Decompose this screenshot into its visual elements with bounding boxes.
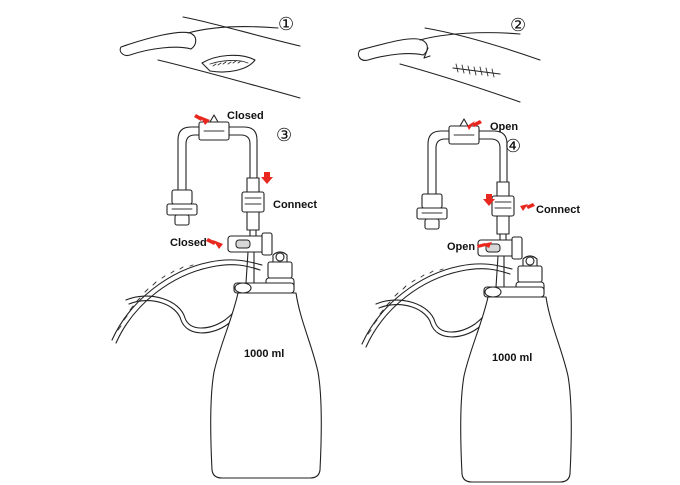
step4-illustration bbox=[361, 118, 572, 483]
step4-top-valve-arrow bbox=[467, 120, 482, 130]
step4-top-valve-label: Open bbox=[490, 121, 518, 133]
step4-side-valve-arrow bbox=[477, 242, 492, 248]
step3-bottle-volume: 1000 ml bbox=[244, 348, 284, 360]
step3-connector-label: Connect bbox=[273, 199, 317, 211]
step3-top-valve-label: Closed bbox=[227, 110, 264, 122]
step3-connect-arrow bbox=[261, 172, 273, 184]
step4-side-valve-label: Open bbox=[447, 241, 475, 253]
step4-connector-label: Connect bbox=[536, 204, 580, 216]
step1-number: ① bbox=[278, 14, 294, 35]
step3-top-valve-arrow bbox=[194, 114, 210, 125]
step4-number: ④ bbox=[505, 136, 521, 157]
step3-side-valve-arrow bbox=[206, 238, 223, 249]
step3-illustration bbox=[111, 114, 322, 479]
step3-side-valve-label: Closed bbox=[170, 237, 207, 249]
step3-number: ③ bbox=[276, 125, 292, 146]
step4-connect-arrow-left bbox=[483, 194, 495, 206]
step4-bottle-volume: 1000 ml bbox=[492, 352, 532, 364]
step4-connect-arrow-right bbox=[520, 203, 535, 211]
step2-number: ② bbox=[510, 15, 526, 36]
step2-illustration bbox=[357, 27, 541, 103]
step1-illustration bbox=[119, 16, 301, 99]
